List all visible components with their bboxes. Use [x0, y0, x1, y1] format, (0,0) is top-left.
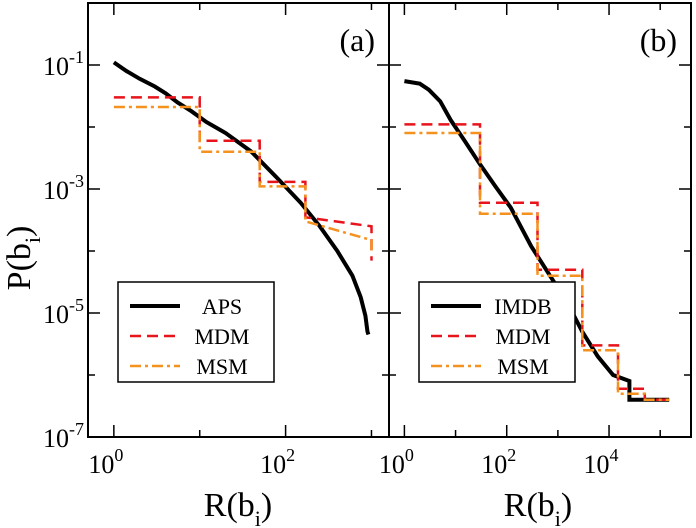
x-tick-label: 100 [379, 445, 414, 479]
legend-label: MDM [495, 324, 550, 349]
series-line-mdm [113, 96, 373, 261]
series-line-msm [404, 131, 670, 401]
panel-a: 100 102 10-1 10-3 10-5 10-7 (a) APS MDM MSM [43, 2, 390, 479]
panel-b: 100 102 104 (b) IMDB MDM MSM [379, 2, 692, 479]
y-axis-label: P(bi) [1, 226, 45, 291]
series-line-msm [113, 105, 373, 251]
x-tick-label: 102 [260, 445, 295, 479]
plot-frame [388, 2, 692, 438]
x-tick-label: 102 [481, 445, 516, 479]
legend-label: APS [202, 294, 242, 319]
x-axis-label-a: R(bi) [204, 487, 272, 528]
y-tick-label: 10-7 [43, 419, 84, 453]
series-line-imdb [404, 79, 670, 402]
x-tick-label: 100 [88, 445, 123, 479]
legend-box [117, 281, 275, 383]
panel-label: (b) [640, 22, 677, 58]
legend-label: IMDB [494, 294, 551, 319]
panel-label: (a) [339, 22, 375, 58]
x-axis-label-b: R(bi) [504, 487, 572, 528]
legend-label: MDM [194, 324, 249, 349]
legend-label: MSM [497, 354, 548, 379]
y-tick-label: 10-3 [43, 171, 84, 205]
legend-label: MSM [196, 354, 247, 379]
y-tick-label: 10-5 [43, 295, 84, 329]
x-tick-label: 104 [584, 445, 619, 479]
y-tick-label: 10-1 [43, 47, 84, 81]
legend-box [418, 281, 576, 383]
